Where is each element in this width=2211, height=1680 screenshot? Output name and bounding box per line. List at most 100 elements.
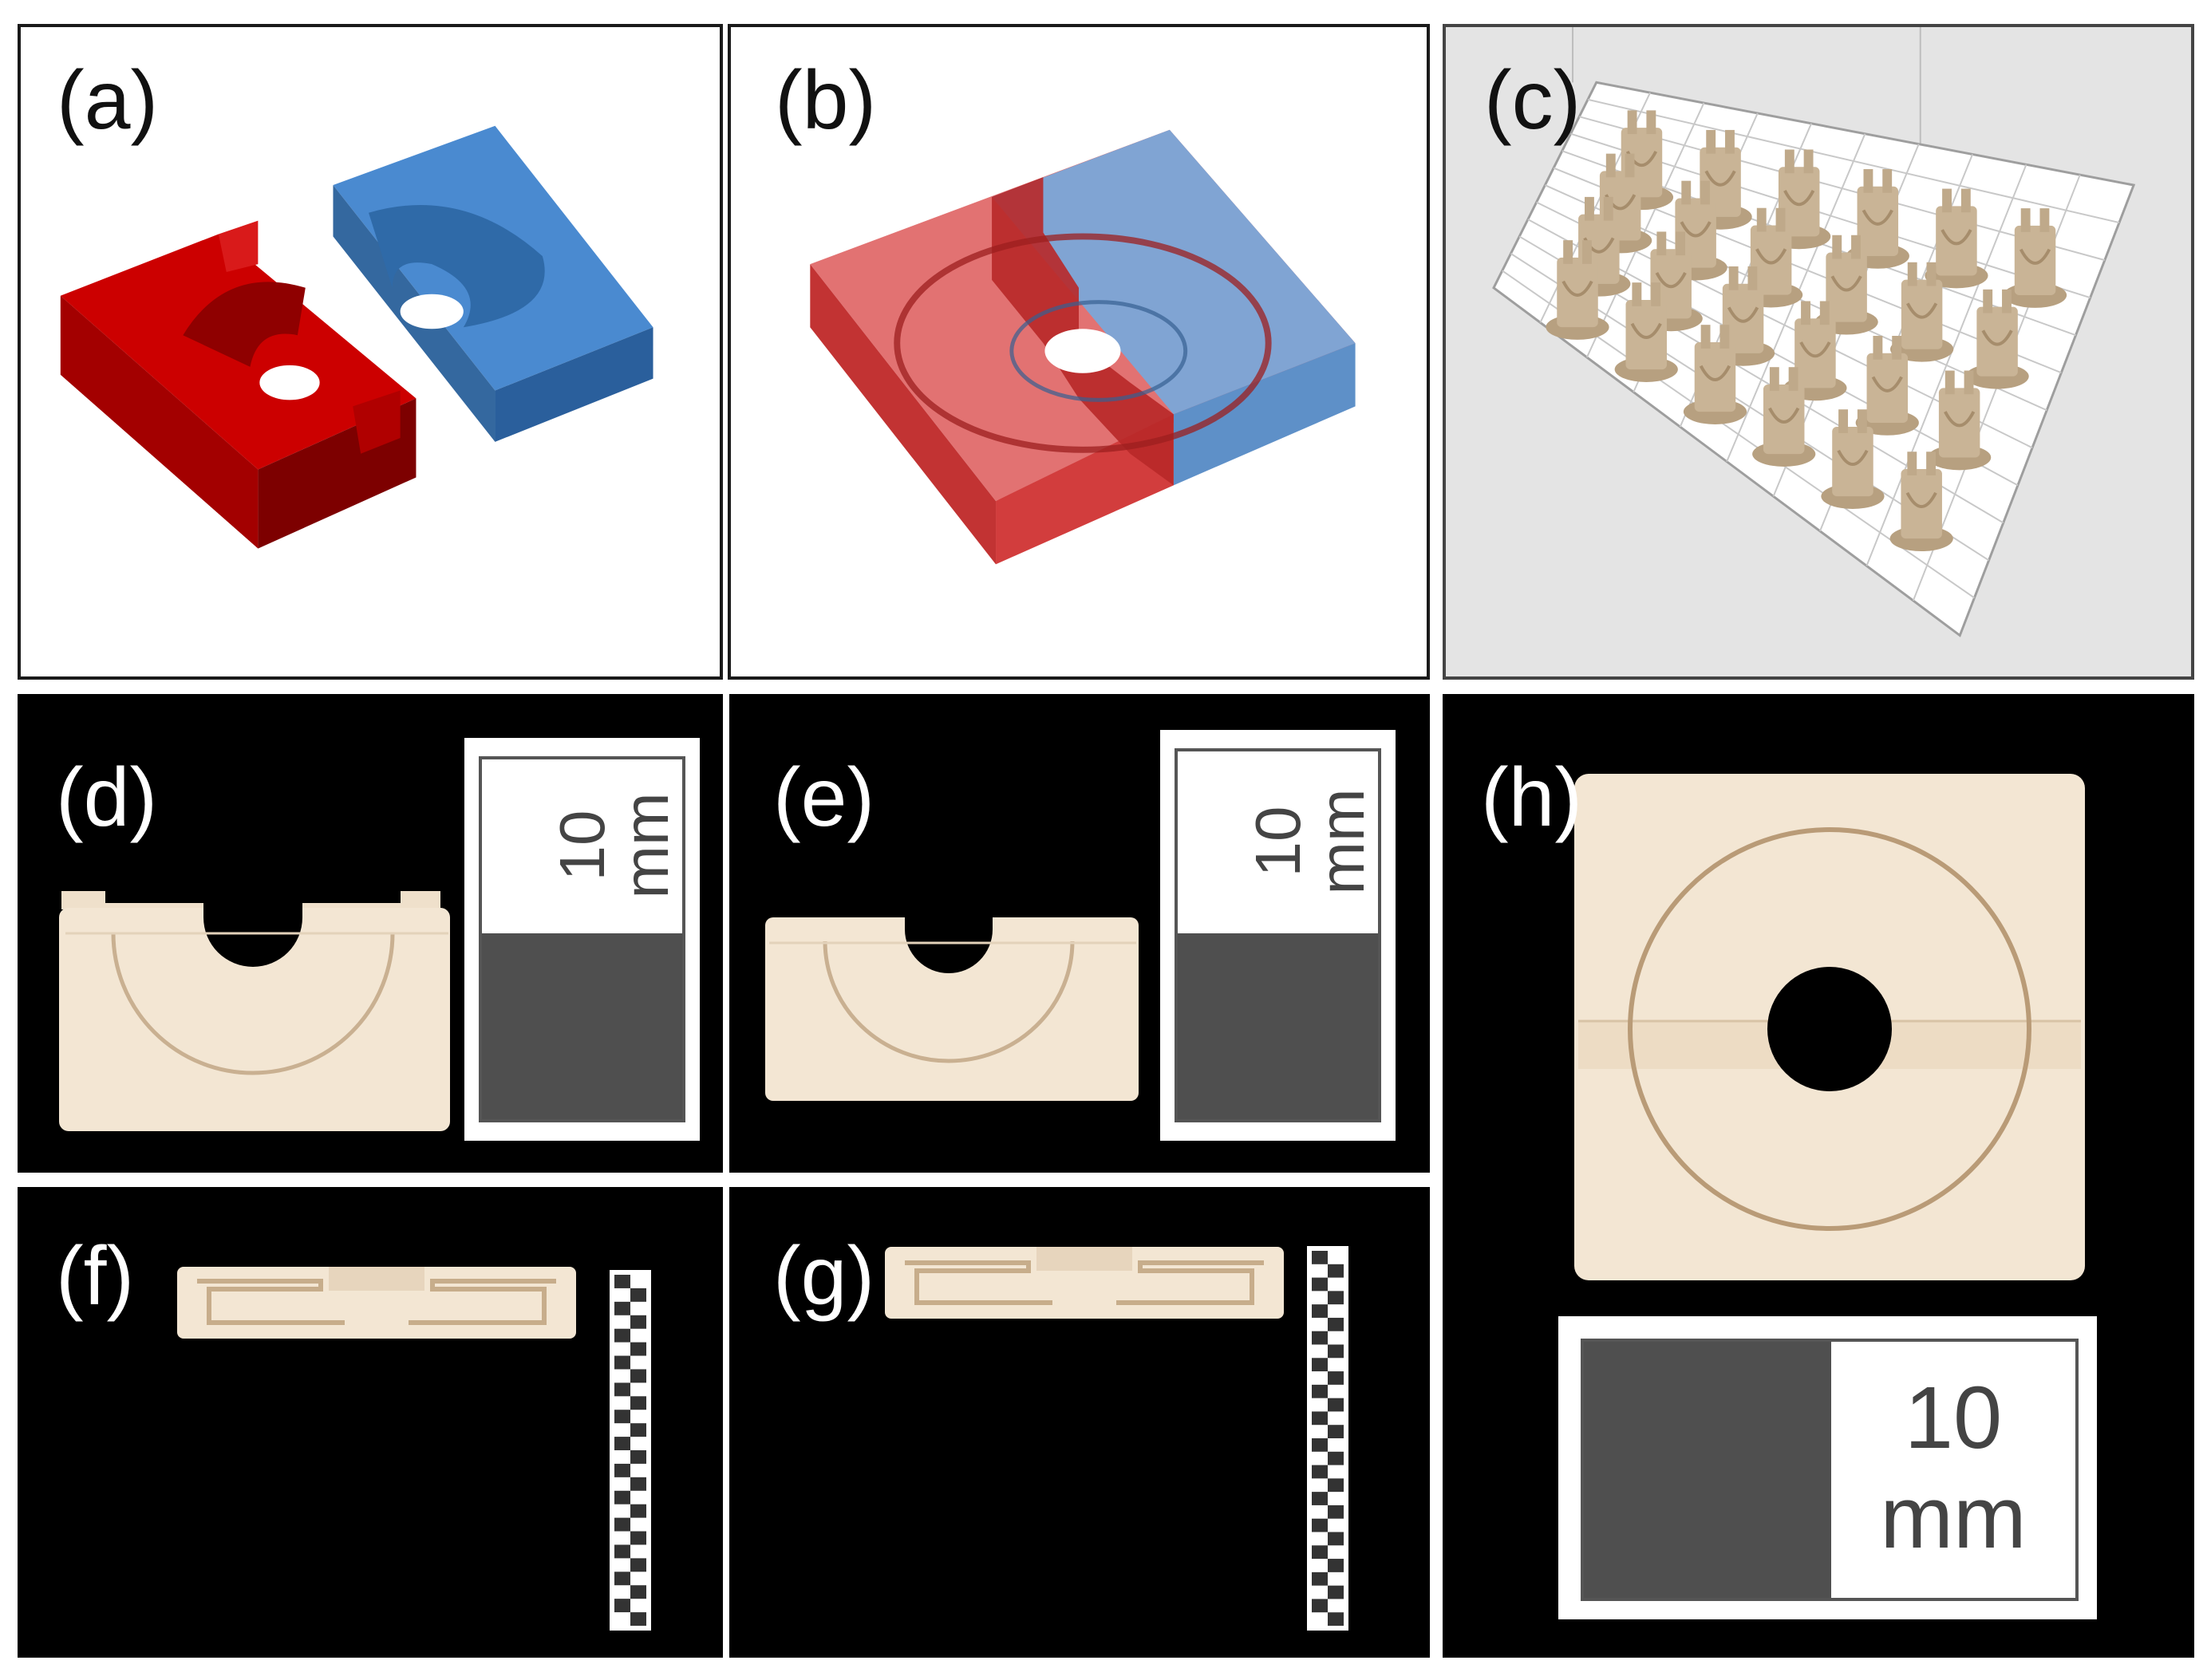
panel-label-e: (e) [773, 751, 875, 844]
checker-cell [1328, 1317, 1344, 1331]
printed-part [1683, 325, 1747, 424]
checker-cell [1328, 1425, 1344, 1438]
printed-half-flat [765, 885, 1139, 1101]
checker-scale-f [610, 1270, 651, 1631]
checker-cell [630, 1531, 646, 1545]
checker-cell [1312, 1438, 1328, 1452]
scale-unit-e: mm [1306, 788, 1377, 894]
checker-cell [1328, 1451, 1344, 1465]
checker-cell [630, 1504, 646, 1518]
photo-d-drawing: 10 mm [59, 738, 700, 1141]
checker-cell [630, 1396, 646, 1410]
printed-part [1928, 370, 1992, 471]
checker-cell [614, 1572, 630, 1586]
checker-cell [614, 1275, 630, 1288]
panel-label-d: (d) [56, 751, 158, 844]
checker-cell [1328, 1612, 1344, 1626]
checker-cell [1312, 1384, 1328, 1398]
checker-cell [614, 1355, 630, 1370]
scale-unit-h: mm [1880, 1469, 2026, 1567]
printed-part [1752, 367, 1816, 467]
panel-b-cad-assembled: (b) [728, 24, 1430, 680]
checker-cell [1312, 1251, 1328, 1264]
checker-cell [1312, 1545, 1328, 1560]
scale-bar-e: 10 mm [1160, 730, 1396, 1141]
checker-cell [614, 1301, 630, 1315]
checker-cell [1328, 1559, 1344, 1572]
checker-cell [1312, 1599, 1328, 1613]
printed-side-profile-f [177, 1267, 576, 1339]
checker-cell [614, 1382, 630, 1397]
checker-cell [1328, 1291, 1344, 1305]
checker-cell [614, 1410, 630, 1424]
photo-e-drawing: 10 mm [765, 730, 1396, 1141]
printed-part [1855, 336, 1919, 436]
checker-cell [1312, 1358, 1328, 1372]
panel-label-b: (b) [775, 54, 877, 147]
panel-d-photo-half: 10 mm (d) [18, 694, 723, 1173]
scale-bar-d: 10 mm [464, 738, 700, 1141]
checker-cell [1312, 1411, 1328, 1426]
checker-cell [1328, 1478, 1344, 1493]
checker-cell [614, 1437, 630, 1450]
checker-cell [630, 1450, 646, 1464]
checker-cell [1328, 1344, 1344, 1359]
blue-half-part [333, 125, 653, 442]
checker-cell [1312, 1304, 1328, 1318]
scale-value-d: 10 [547, 810, 618, 881]
printed-side-profile-g [885, 1247, 1284, 1319]
printed-half-with-flanges [59, 868, 450, 1131]
checker-cell [1312, 1492, 1328, 1505]
panel-h-photo-assembled: 10 mm (h) [1443, 694, 2194, 1658]
checker-cell [614, 1544, 630, 1559]
scale-bar-h: 10 mm [1558, 1316, 2097, 1619]
cad-assembled-drawing [810, 129, 1356, 565]
printed-part [1546, 240, 1609, 340]
scale-unit-d: mm [610, 792, 681, 898]
checker-cell [630, 1558, 646, 1572]
checker-cell [630, 1612, 646, 1626]
checker-cell [630, 1369, 646, 1383]
checker-cell [614, 1490, 630, 1505]
checker-cell [630, 1342, 646, 1356]
photo-h-drawing: 10 mm [1558, 774, 2097, 1619]
assembled-printed-block [1574, 774, 2085, 1280]
panel-label-f: (f) [56, 1230, 135, 1323]
checker-cell [1328, 1371, 1344, 1385]
checker-cell [614, 1328, 630, 1343]
checker-cell [1328, 1505, 1344, 1519]
checker-cell [1328, 1532, 1344, 1546]
panel-label-c: (c) [1484, 54, 1581, 147]
panel-g-photo-side: (g) [729, 1187, 1430, 1658]
red-half-part [60, 220, 417, 549]
printed-part [1965, 289, 2029, 389]
checker-cell [614, 1463, 630, 1477]
checker-cell [1328, 1398, 1344, 1412]
checker-cell [1312, 1331, 1328, 1345]
checker-cell [1328, 1585, 1344, 1599]
checker-cell [1312, 1572, 1328, 1586]
checker-cell [1328, 1264, 1344, 1278]
printed-part [1889, 452, 1953, 552]
grid-line [1866, 164, 2027, 566]
checker-cell [630, 1288, 646, 1302]
panel-a-cad-split: (a) [18, 24, 723, 680]
checker-cell [1312, 1465, 1328, 1479]
panel-label-a: (a) [57, 54, 159, 147]
printed-part [1821, 409, 1885, 510]
printed-part [1783, 301, 1847, 401]
checker-cell [614, 1517, 630, 1532]
printed-part [1614, 282, 1678, 382]
checker-scale-g [1307, 1246, 1348, 1631]
checker-cell [630, 1477, 646, 1491]
checker-cell [1312, 1277, 1328, 1292]
printed-part [2003, 208, 2067, 308]
scale-value-h: 10 [1905, 1369, 2002, 1467]
checker-cell [1312, 1518, 1328, 1532]
photo-f-drawing [177, 1267, 651, 1631]
panel-e-photo-half: 10 mm (e) [729, 694, 1430, 1173]
printed-parts-array [1546, 110, 2067, 552]
assembled-block [810, 129, 1356, 565]
checker-cell [630, 1423, 646, 1437]
